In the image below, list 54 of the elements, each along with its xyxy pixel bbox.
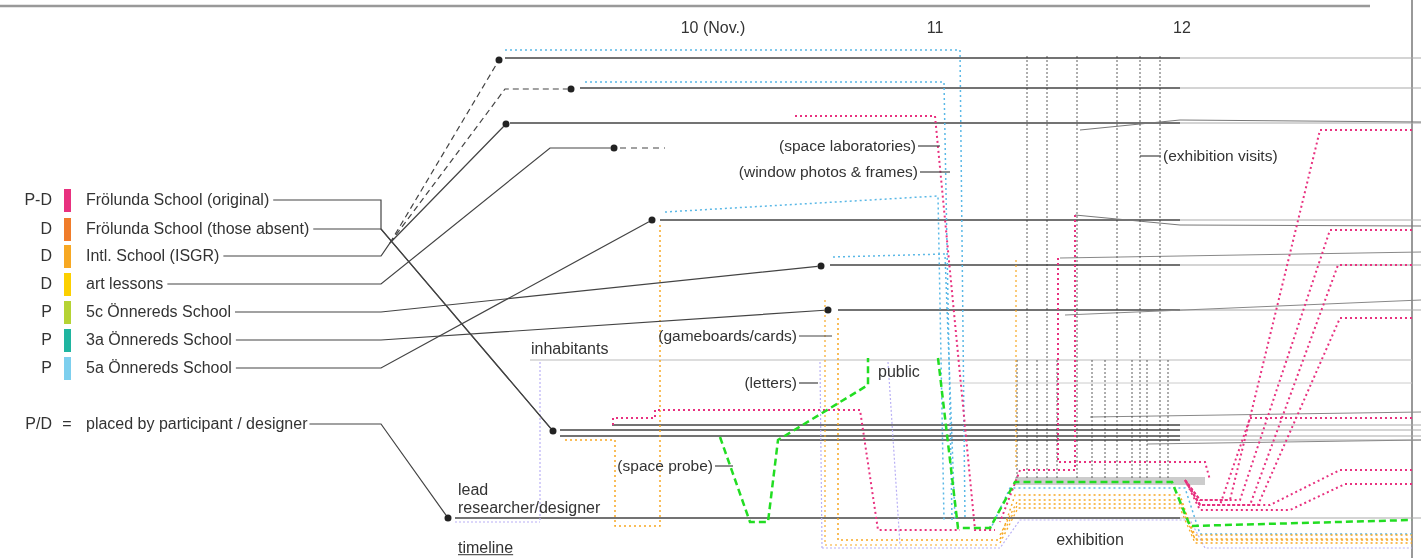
leader-line <box>234 265 819 313</box>
start-dot <box>824 306 832 314</box>
legend-label: 5a Önnereds School <box>86 359 232 377</box>
date-label: 12 <box>1173 19 1191 37</box>
leader-line <box>235 221 650 369</box>
start-dot <box>549 427 557 435</box>
start-dot <box>502 120 510 128</box>
track-label: inhabitants <box>531 340 609 358</box>
equals-sign: = <box>62 415 72 433</box>
role-code: D <box>40 220 52 238</box>
leader-line <box>917 145 941 147</box>
start-dot <box>610 144 618 152</box>
leader-line <box>389 88 569 244</box>
date-label: 10 (Nov.) <box>680 19 746 37</box>
annotation-label: (window photos & frames) <box>738 163 918 181</box>
legend-label: Frölunda School (those absent) <box>86 220 310 238</box>
role-code: P-D <box>24 191 52 209</box>
legend-label: 5c Önnereds School <box>86 303 231 321</box>
legend-label: Frölunda School (original) <box>86 191 270 209</box>
track-label: exhibition <box>1056 531 1124 549</box>
key-label: placed by participant / designer <box>86 415 308 433</box>
key-code: P/D <box>25 415 52 433</box>
leader-line <box>798 382 819 384</box>
track-label: public <box>878 363 920 381</box>
start-dot <box>495 56 503 64</box>
leader-line <box>166 147 612 285</box>
annotation-label: (exhibition visits) <box>1163 147 1278 165</box>
annotation-label: (space probe) <box>617 457 713 475</box>
leader-line <box>919 171 951 173</box>
role-code: P <box>41 331 52 349</box>
annotation-label: (gameboards/cards) <box>658 327 797 345</box>
leader-line <box>714 465 734 467</box>
start-dot <box>648 216 656 224</box>
legend-label: 3a Önnereds School <box>86 331 232 349</box>
role-code: P <box>41 359 52 377</box>
leader-line <box>308 423 447 516</box>
start-dot <box>567 85 575 93</box>
start-dot <box>444 514 452 522</box>
leader-line <box>235 309 826 341</box>
leader-line <box>798 335 833 337</box>
annotation-label: (space laboratories) <box>779 137 916 155</box>
leader-line <box>222 125 505 257</box>
role-code: D <box>40 275 52 293</box>
track-label: lead researcher/designer <box>458 481 602 517</box>
leader-line <box>1139 155 1162 157</box>
leader-line <box>312 228 552 429</box>
legend-label: Intl. School (ISGR) <box>86 247 220 265</box>
role-code: D <box>40 247 52 265</box>
annotation-label: (letters) <box>744 374 797 392</box>
axis-title: timeline <box>458 539 514 557</box>
legend-label: art lessons <box>86 275 164 293</box>
role-code: P <box>41 303 52 321</box>
date-label: 11 <box>926 19 944 37</box>
start-dot <box>817 262 825 270</box>
